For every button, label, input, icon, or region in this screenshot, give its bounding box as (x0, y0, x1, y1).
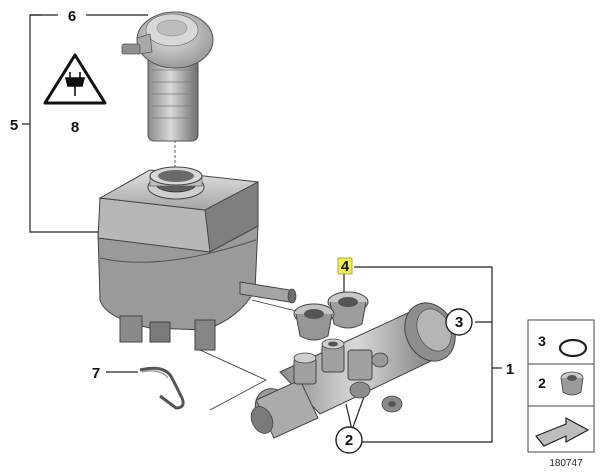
callout-7-label: 7 (92, 365, 100, 382)
callout-4-highlight (337, 257, 353, 275)
legend-item-2-number: 2 (538, 375, 546, 391)
legend-item-3-number: 3 (538, 333, 546, 349)
o-ring-icon (558, 338, 588, 358)
parts-legend: 3 2 (527, 319, 595, 453)
callout-3-label: 3 (455, 314, 463, 331)
callouts: 6 5 8 7 4 3 1 2 (10, 8, 514, 454)
diagram-id: 180747 (549, 458, 583, 469)
callout-4-label: 4 (341, 258, 350, 275)
retaining-clip-part[interactable] (139, 366, 185, 410)
grommet-upper-part[interactable] (327, 291, 369, 329)
callout-1-label: 1 (506, 361, 514, 378)
callout-3-circle (445, 308, 473, 336)
callout-8-label: 8 (71, 119, 79, 136)
grommet-icon (560, 371, 584, 396)
brake-fluid-reservoir-part[interactable] (97, 166, 297, 351)
grommet-lower-part[interactable] (293, 303, 335, 341)
callout-2-label: 2 (345, 432, 353, 449)
callout-2-circle (335, 426, 363, 454)
electrical-warning-triangle-icon (43, 53, 107, 105)
brake-master-cylinder-part[interactable] (247, 295, 464, 439)
callout-5-label: 5 (10, 117, 18, 134)
reservoir-cap-part[interactable] (121, 11, 214, 142)
assembly-arrow-icon (535, 416, 590, 447)
callout-6-label: 6 (68, 8, 76, 25)
